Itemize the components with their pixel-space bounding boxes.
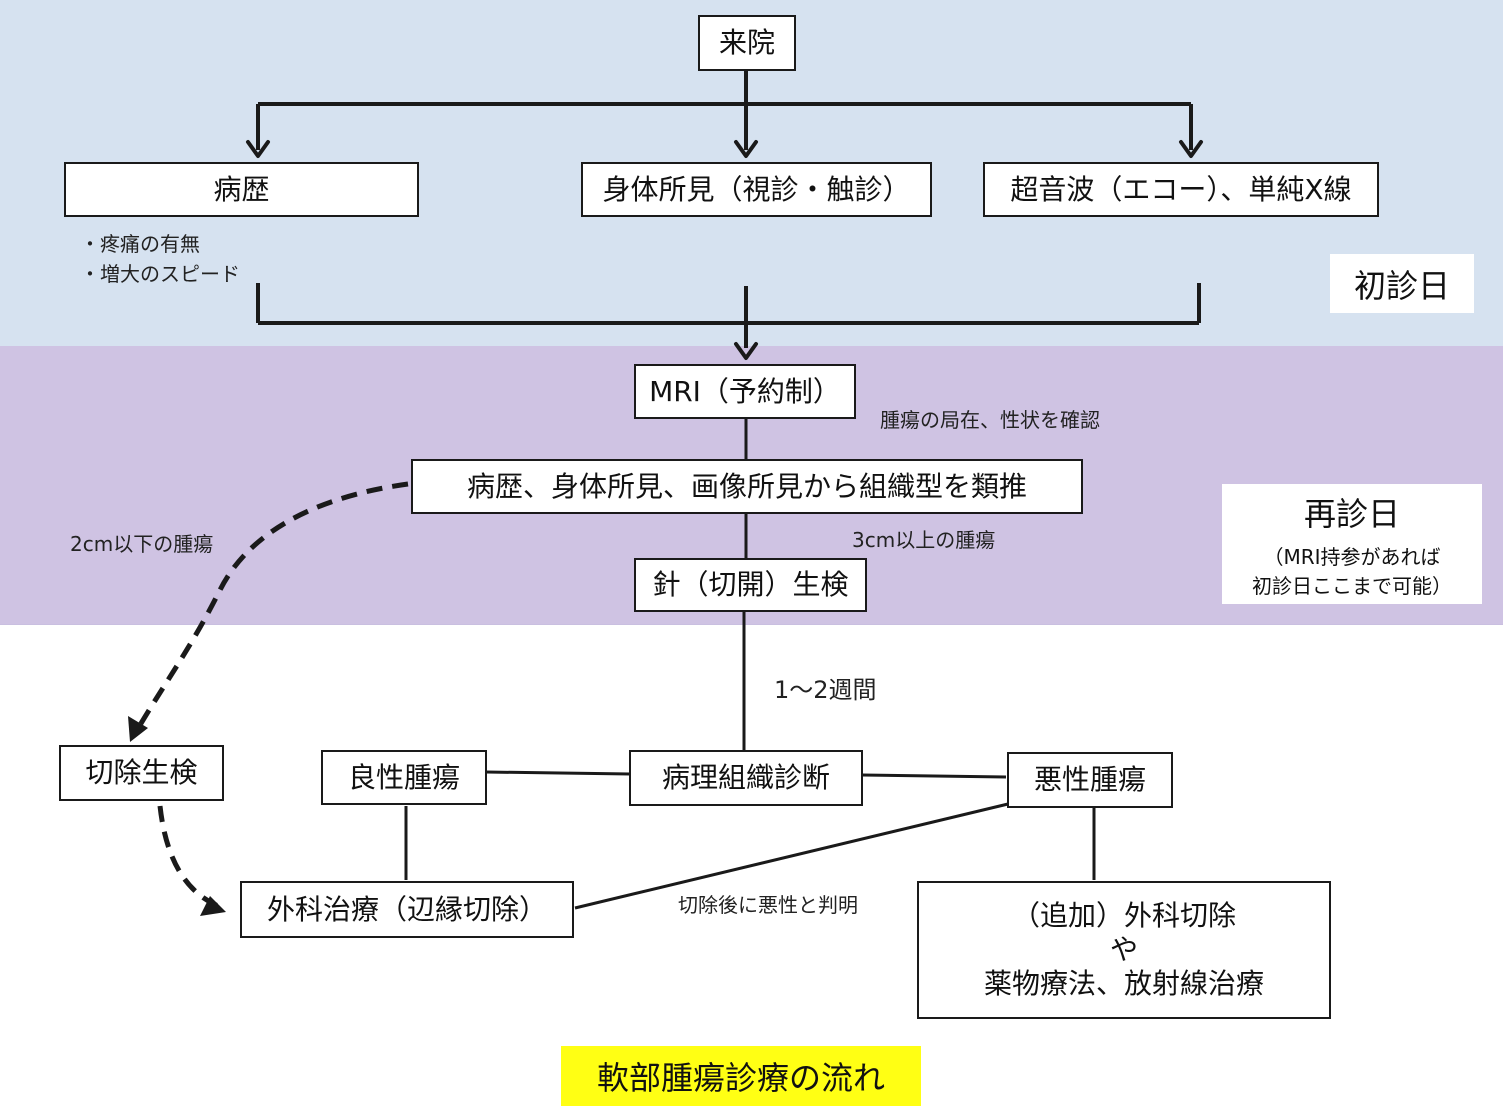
node-additional-treatment: （追加）外科切除 や 薬物療法、放射線治療 xyxy=(917,881,1331,1019)
additional-or-text: や xyxy=(1109,932,1138,966)
node-needle-biopsy: 針（切開）生検 xyxy=(634,558,867,612)
node-physical-exam: 身体所見（視診・触診） xyxy=(581,162,932,217)
node-mri: MRI（予約制） xyxy=(634,364,856,419)
first-visit-label: 初診日 xyxy=(1330,254,1474,313)
history-point-growth: ・増大のスピード xyxy=(80,262,240,286)
additional-surgery-text: （追加）外科切除 xyxy=(1011,898,1236,932)
return-visit-label: 再診日 （MRI持参があれば 初診日ここまで可能） xyxy=(1222,484,1482,604)
diagram-title: 軟部腫瘍診療の流れ xyxy=(561,1046,921,1106)
node-visit: 来院 xyxy=(698,15,796,71)
first-visit-text: 初診日 xyxy=(1353,266,1450,305)
return-visit-note-line1: （MRI持参があれば xyxy=(1263,545,1441,569)
history-point-pain: ・疼痛の有無 xyxy=(80,232,200,256)
mri-purpose-note: 腫瘍の局在、性状を確認 xyxy=(880,408,1100,432)
node-pathology: 病理組織診断 xyxy=(629,750,863,806)
node-surgery-marginal: 外科治療（辺縁切除） xyxy=(240,881,574,938)
large-tumor-note: 3cm以上の腫瘍 xyxy=(852,528,996,552)
node-history: 病歴 xyxy=(64,162,419,217)
node-excisional-biopsy: 切除生検 xyxy=(59,745,224,801)
small-tumor-note: 2cm以下の腫瘍 xyxy=(70,532,214,556)
diagram-title-text: 軟部腫瘍診療の流れ xyxy=(596,1059,885,1097)
found-malignant-note: 切除後に悪性と判明 xyxy=(678,893,858,917)
wait-time-note: 1～2週間 xyxy=(774,676,877,704)
node-infer-type: 病歴、身体所見、画像所見から組織型を類推 xyxy=(411,459,1083,514)
node-benign: 良性腫瘍 xyxy=(321,750,487,805)
node-malignant: 悪性腫瘍 xyxy=(1007,752,1173,808)
return-visit-note-line2: 初診日ここまで可能） xyxy=(1252,574,1452,598)
additional-therapy-text: 薬物療法、放射線治療 xyxy=(983,967,1264,1001)
return-visit-text: 再診日 xyxy=(1303,495,1400,533)
node-ultrasound-xray: 超音波（エコー）、単純X線 xyxy=(983,162,1379,217)
